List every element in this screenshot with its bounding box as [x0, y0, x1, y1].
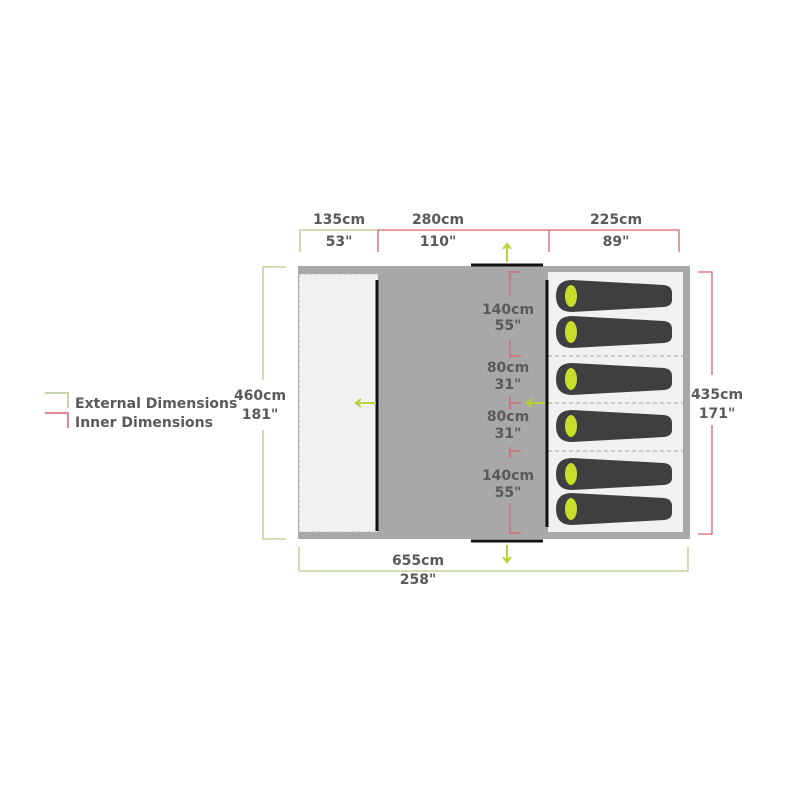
dim-inner-width-cm: 435cm	[691, 387, 743, 403]
sleeping-bag-head	[565, 368, 577, 390]
legend: External Dimensions Inner Dimensions	[45, 392, 237, 431]
sleeping-bag	[556, 458, 672, 490]
bedroom-dim-cm: 80cm	[487, 409, 529, 425]
dim-width-inch: 181"	[242, 407, 279, 423]
legend-inner-label: Inner Dimensions	[75, 415, 213, 431]
sleeping-bag-body	[556, 410, 672, 442]
sleeping-bag-body	[556, 316, 672, 348]
sleeping-bag	[556, 316, 672, 348]
sleeping-bag-head	[565, 285, 577, 307]
bedroom-dim-inch: 55"	[495, 318, 522, 334]
arrow-left-icon	[354, 398, 376, 408]
sleeping-bag-head	[565, 415, 577, 437]
right-dimension	[698, 271, 713, 535]
sleeping-bag-body	[556, 280, 672, 312]
dim-bracket-external	[299, 229, 378, 252]
sleeping-bags	[556, 280, 672, 525]
sleeping-bag	[556, 410, 672, 442]
bedroom-dim-cm: 140cm	[482, 468, 534, 484]
dim-living-inch: 110"	[420, 234, 457, 250]
arrow-left-icon	[525, 398, 545, 408]
arrow-up-icon	[502, 242, 512, 262]
sleeping-bag	[556, 493, 672, 525]
sleeping-bag	[556, 280, 672, 312]
sleeping-bag-head	[565, 321, 577, 343]
sleeping-bag-body	[556, 458, 672, 490]
bedroom-dim-cm: 140cm	[482, 302, 534, 318]
sleeping-bag-head	[565, 498, 577, 520]
dim-width-cm: 460cm	[234, 388, 286, 404]
legend-external-swatch	[45, 392, 69, 408]
dim-living-cm: 280cm	[412, 212, 464, 228]
bedroom-dim-inch: 55"	[495, 485, 522, 501]
arrow-down-icon	[502, 545, 512, 564]
bedroom-dim-inch: 31"	[495, 426, 522, 442]
dim-porch-inch: 53"	[326, 234, 353, 250]
sleeping-bag-body	[556, 363, 672, 395]
dim-bedroom-inch: 89"	[603, 234, 630, 250]
left-dimension	[262, 266, 286, 540]
bedroom-dim-inch: 31"	[495, 377, 522, 393]
bedroom-dim-cm: 80cm	[487, 360, 529, 376]
entrance-arrows	[354, 242, 545, 564]
tent-body	[298, 263, 690, 543]
legend-external-label: External Dimensions	[75, 396, 237, 412]
dim-bracket-inner	[377, 229, 550, 252]
dim-bracket-inner	[549, 229, 680, 252]
sleeping-bag	[556, 363, 672, 395]
sleeping-bag-body	[556, 493, 672, 525]
dim-bedroom-cm: 225cm	[590, 212, 642, 228]
dim-inner-width-inch: 171"	[699, 406, 736, 422]
dim-length-cm: 655cm	[392, 553, 444, 569]
sleeping-bag-head	[565, 463, 577, 485]
bedroom-dimension-ticks	[509, 271, 521, 534]
legend-inner-swatch	[45, 412, 69, 428]
dim-porch-cm: 135cm	[313, 212, 365, 228]
bottom-dimension	[298, 547, 689, 572]
dim-length-inch: 258"	[400, 572, 437, 588]
top-dimensions	[299, 229, 680, 252]
